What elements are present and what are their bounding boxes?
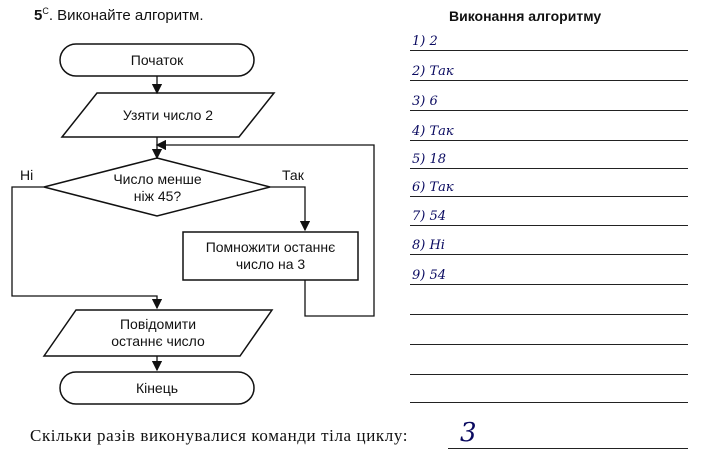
answer-line [448, 448, 688, 449]
output-line-2: останнє число [111, 333, 205, 349]
step-value: 5) 18 [412, 152, 447, 167]
end-terminal [59, 371, 255, 405]
step-value: 8) Ні [412, 238, 445, 253]
step-line [410, 402, 688, 403]
step-value: 3) 6 [412, 94, 438, 109]
condition-line-2: ніж 45? [133, 188, 182, 204]
loop-count-question: Скільки разів виконувалися команди тіла … [30, 426, 409, 445]
loop-count-answer: 3 [460, 418, 477, 448]
process-line-2: число на 3 [235, 256, 306, 272]
step-line [410, 284, 688, 285]
process-label: Помножити останнє число на 3 [183, 232, 358, 280]
yes-branch [270, 186, 311, 232]
loop-back [155, 139, 375, 317]
step-value: 9) 54 [412, 268, 447, 283]
step-line [410, 374, 688, 375]
input-parallelogram [60, 92, 276, 138]
output-parallelogram [42, 309, 274, 357]
step-line [410, 50, 688, 51]
task-level: С [42, 6, 49, 16]
step-line [410, 225, 688, 226]
no-label: Ні [20, 167, 34, 183]
condition-line-1: Число менше [113, 171, 202, 187]
no-branch [11, 186, 163, 310]
output-line-1: Повідомити [119, 316, 197, 332]
process-box [182, 231, 359, 281]
task-title: 5С. Виконайте алгоритм. [34, 6, 204, 24]
step-line [410, 314, 688, 315]
step-line [410, 140, 688, 141]
end-label: Кінець [135, 379, 179, 396]
step-line [410, 254, 688, 255]
start-label: Початок [130, 51, 184, 68]
step-line [410, 80, 688, 81]
step-line [410, 110, 688, 111]
output-label: Повідомити останнє число [60, 311, 256, 355]
task-number: 5 [34, 7, 43, 24]
execution-title: Виконання алгоритму [449, 8, 602, 24]
condition-label: Число менше ніж 45? [70, 168, 245, 208]
step-line [410, 344, 688, 345]
task-instruction: . Виконайте алгоритм. [48, 7, 204, 24]
step-value: 1) 2 [412, 34, 438, 49]
process-line-1: Помножити останнє [205, 239, 336, 255]
step-value: 7) 54 [412, 209, 447, 224]
step-value: 4) Так [412, 124, 454, 139]
step-value: 6) Так [412, 180, 454, 195]
decision-diamond [43, 157, 271, 217]
step-line [410, 196, 688, 197]
yes-label: Так [282, 167, 304, 183]
step-line [410, 168, 688, 169]
step-value: 2) Так [412, 64, 454, 79]
input-label: Узяти число 2 [122, 106, 214, 123]
